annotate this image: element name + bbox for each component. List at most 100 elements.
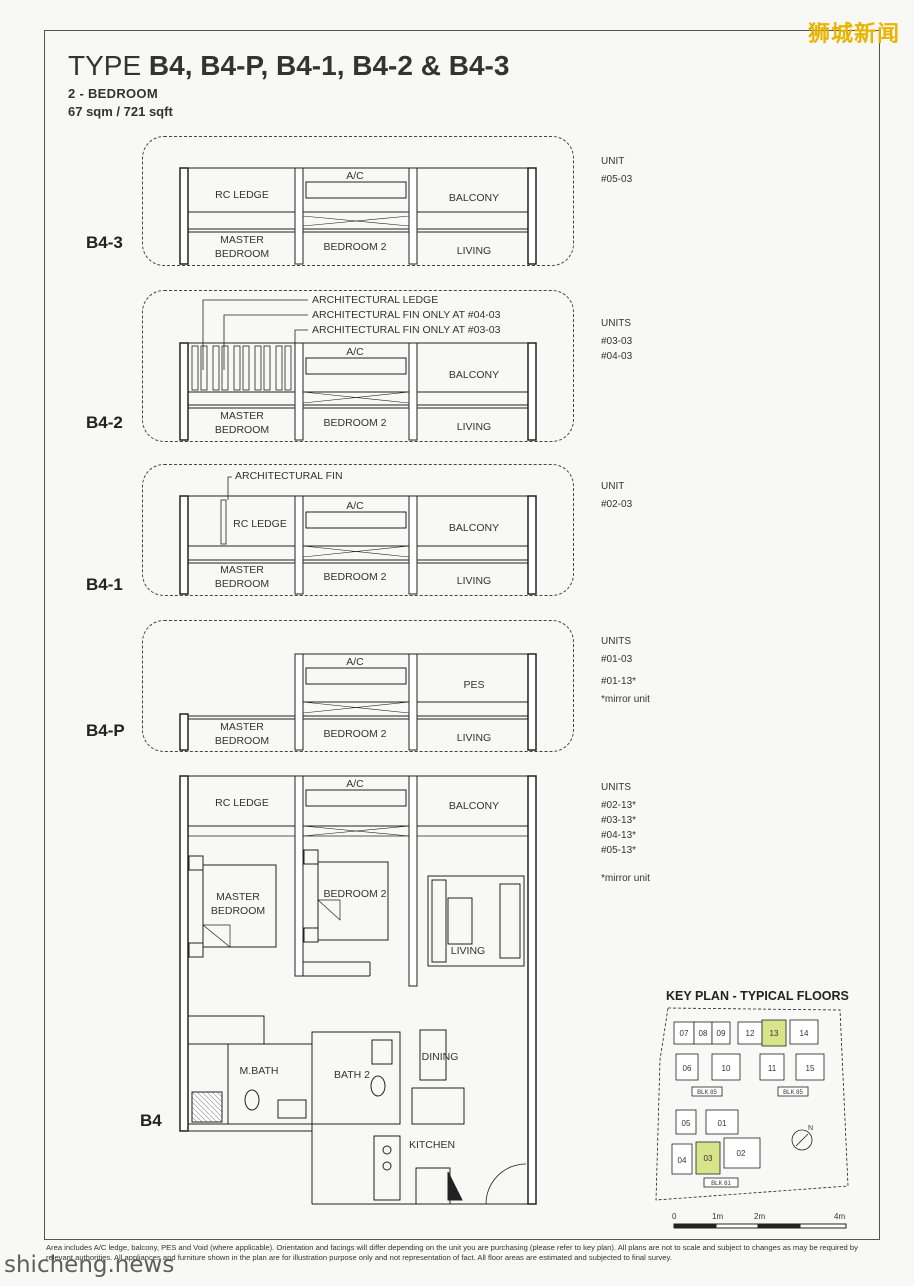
title-prefix: TYPE — [68, 50, 149, 81]
room-label: BEDROOM — [215, 248, 269, 260]
page-title: TYPE B4, B4-P, B4-1, B4-2 & B4-3 — [68, 50, 509, 82]
room-label: MASTER — [220, 234, 264, 246]
room-label: MASTER — [216, 891, 260, 903]
room-label: MASTER — [220, 410, 264, 422]
plan-b4-p: A/C PES MASTER BEDROOM BEDROOM 2 LIVING — [179, 653, 537, 751]
room-label: BEDROOM 2 — [323, 417, 386, 429]
room-label: A/C — [346, 500, 364, 512]
title-types: B4, B4-P, B4-1, B4-2 & B4-3 — [148, 50, 510, 81]
room-label: BEDROOM 2 — [323, 888, 386, 900]
type-label-b4-2: B4-2 — [86, 413, 123, 432]
key-plan-title: KEY PLAN - TYPICAL FLOORS — [666, 989, 849, 1003]
scale-label: 1m — [712, 1212, 724, 1221]
room-label: A/C — [346, 778, 364, 790]
mirror-note: *mirror unit — [601, 873, 650, 884]
room-label: BEDROOM 2 — [323, 728, 386, 740]
unit-number: #04-03 — [601, 351, 633, 362]
room-label: BALCONY — [449, 800, 499, 812]
room-label: LIVING — [457, 421, 491, 433]
room-label: RC LEDGE — [215, 189, 269, 201]
key-unit: 15 — [806, 1064, 815, 1073]
plan-b4-3: RC LEDGE A/C BALCONY MASTER BEDROOM BEDR… — [179, 167, 537, 265]
plan-b4-1: ARCHITECTURAL FIN RC LEDGE A/C BALCONY M… — [179, 470, 537, 595]
room-label: PES — [463, 679, 484, 691]
watermark-top: 狮城新闻 — [807, 22, 900, 47]
units-b4-p: UNITS #01-03 #01-13* *mirror unit — [601, 634, 650, 707]
units-heading: UNITS — [601, 782, 631, 793]
mirror-note: *mirror unit — [601, 694, 650, 705]
key-unit: 05 — [682, 1119, 691, 1128]
unit-number: #05-03 — [601, 174, 633, 185]
key-unit-highlighted: 13 — [770, 1029, 779, 1038]
room-label: BEDROOM — [211, 905, 265, 917]
room-label: A/C — [346, 346, 364, 358]
key-unit: 06 — [683, 1064, 692, 1073]
room-label: BEDROOM 2 — [323, 571, 386, 583]
watermark-bottom: shicheng.news — [4, 1252, 175, 1278]
room-label: M.BATH — [240, 1065, 279, 1077]
type-label-b4: B4 — [140, 1111, 162, 1130]
key-plan-drawing: N — [655, 1007, 849, 1201]
plan-b4-2: ARCHITECTURAL LEDGE ARCHITECTURAL FIN ON… — [179, 294, 537, 441]
room-label: KITCHEN — [409, 1139, 455, 1151]
units-heading: UNIT — [601, 156, 625, 167]
units-heading: UNIT — [601, 481, 625, 492]
room-label: LIVING — [457, 575, 491, 587]
room-label: MASTER — [220, 564, 264, 576]
key-unit: 09 — [717, 1029, 726, 1038]
block-label: BLK 81 — [711, 1181, 731, 1187]
units-heading: UNITS — [601, 318, 631, 329]
units-b4-3: UNIT #05-03 — [601, 154, 632, 187]
unit-area: 67 sqm / 721 sqft — [68, 104, 173, 119]
callout-architectural-ledge: ARCHITECTURAL LEDGE — [312, 294, 438, 306]
unit-number: #05-13* — [601, 845, 637, 856]
room-label: LIVING — [451, 945, 485, 957]
room-label: A/C — [346, 170, 364, 182]
key-unit-highlighted: 03 — [704, 1154, 713, 1163]
callout-fin-03-03: ARCHITECTURAL FIN ONLY AT #03-03 — [312, 324, 501, 336]
callout-fin-04-03: ARCHITECTURAL FIN ONLY AT #04-03 — [312, 309, 501, 321]
type-label-b4-p: B4-P — [86, 721, 125, 740]
scale-label: 4m — [834, 1212, 846, 1221]
room-label: LIVING — [457, 245, 491, 257]
key-unit: 11 — [768, 1064, 777, 1073]
unit-number: #03-03 — [601, 336, 633, 347]
unit-number: #02-13* — [601, 800, 637, 811]
units-b4-2: UNITS #03-03 #04-03 — [601, 316, 632, 364]
bedroom-subtitle: 2 - BEDROOM — [68, 86, 158, 101]
plan-frame-b4-p — [142, 620, 574, 752]
key-unit: 10 — [722, 1064, 731, 1073]
units-b4: UNITS #02-13* #03-13* #04-13* #05-13* *m… — [601, 780, 650, 886]
callout-architectural-fin: ARCHITECTURAL FIN — [235, 470, 343, 482]
key-unit: 01 — [718, 1119, 727, 1128]
unit-number: #04-13* — [601, 830, 637, 841]
scale-label: 2m — [754, 1212, 766, 1221]
key-unit: 04 — [678, 1156, 687, 1165]
key-unit: 14 — [800, 1029, 809, 1038]
key-unit: 07 — [680, 1029, 689, 1038]
key-unit: 08 — [699, 1029, 708, 1038]
room-label: MASTER — [220, 721, 264, 733]
key-unit: 02 — [737, 1149, 746, 1158]
room-label: BEDROOM — [215, 578, 269, 590]
units-heading: UNITS — [601, 636, 631, 647]
key-unit: 12 — [746, 1029, 755, 1038]
north-arrow-label: N — [808, 1125, 813, 1132]
room-label: BEDROOM 2 — [323, 241, 386, 253]
unit-number: #01-03 — [601, 654, 633, 665]
room-label: A/C — [346, 656, 364, 668]
room-label: DINING — [422, 1051, 459, 1063]
page-frame — [44, 30, 880, 1240]
unit-number: #02-03 — [601, 499, 633, 510]
room-label: BEDROOM — [215, 424, 269, 436]
block-label: BLK 85 — [697, 1090, 717, 1096]
plan-frame-b4-1 — [142, 464, 574, 596]
room-label: RC LEDGE — [215, 797, 269, 809]
block-label: BLK 85 — [783, 1090, 803, 1096]
key-plan-labels: 07 08 09 12 13 14 06 10 11 15 05 01 04 0… — [678, 1029, 815, 1187]
room-label: RC LEDGE — [233, 518, 287, 530]
plan-frame-b4-3 — [142, 136, 574, 266]
type-label-b4-3: B4-3 — [86, 233, 123, 252]
room-label: BEDROOM — [215, 735, 269, 747]
